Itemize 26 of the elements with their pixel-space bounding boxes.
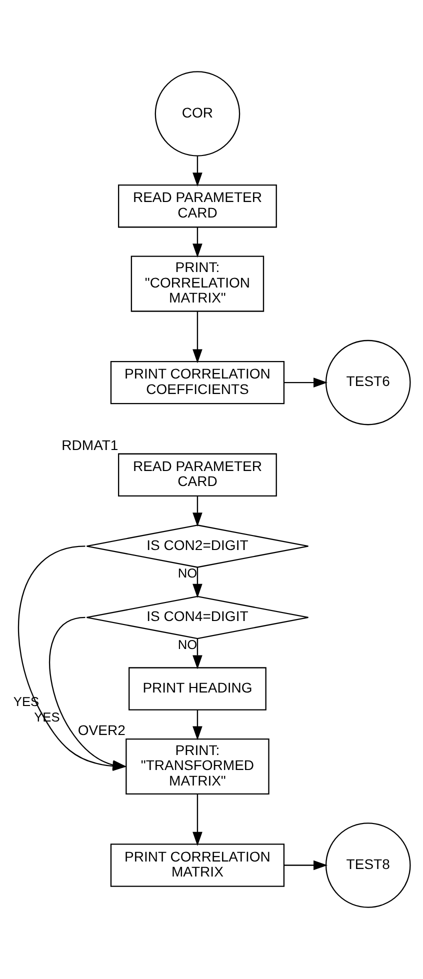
node-circle: TEST6 (325, 340, 411, 426)
node-label: RDMAT1 (62, 436, 118, 453)
node-box: PRINT HEADING (128, 667, 266, 710)
arrow (192, 794, 202, 846)
node-diamond: IS CON2=DIGIT (86, 524, 309, 568)
node-diamond: IS CON4=DIGIT (86, 596, 309, 640)
arrow (192, 496, 202, 527)
arrow (192, 311, 202, 364)
edge-label: NO (178, 566, 198, 581)
arrow (192, 638, 202, 670)
node-box: PRINT CORRELATION MATRIX (110, 844, 285, 887)
arrow (192, 710, 202, 740)
node-box: PRINT: "TRANSFORMED MATRIX" (126, 738, 270, 795)
arrow (284, 860, 328, 870)
arrow (284, 378, 328, 388)
node-circle: TEST8 (325, 822, 411, 908)
arrow (192, 567, 202, 598)
edge-label: NO (178, 636, 198, 652)
node-box: READ PARAMETER CARD (118, 453, 277, 497)
arrow (192, 227, 202, 258)
node-circle: COR (154, 71, 240, 156)
node-label: OVER2 (78, 722, 126, 738)
node-box: PRINT CORRELATION COEFFICIENTS (110, 360, 285, 404)
node-box: READ PARAMETER CARD (118, 184, 277, 228)
arrow (192, 156, 202, 187)
node-box: PRINT: "CORRELATION MATRIX" (130, 256, 264, 312)
